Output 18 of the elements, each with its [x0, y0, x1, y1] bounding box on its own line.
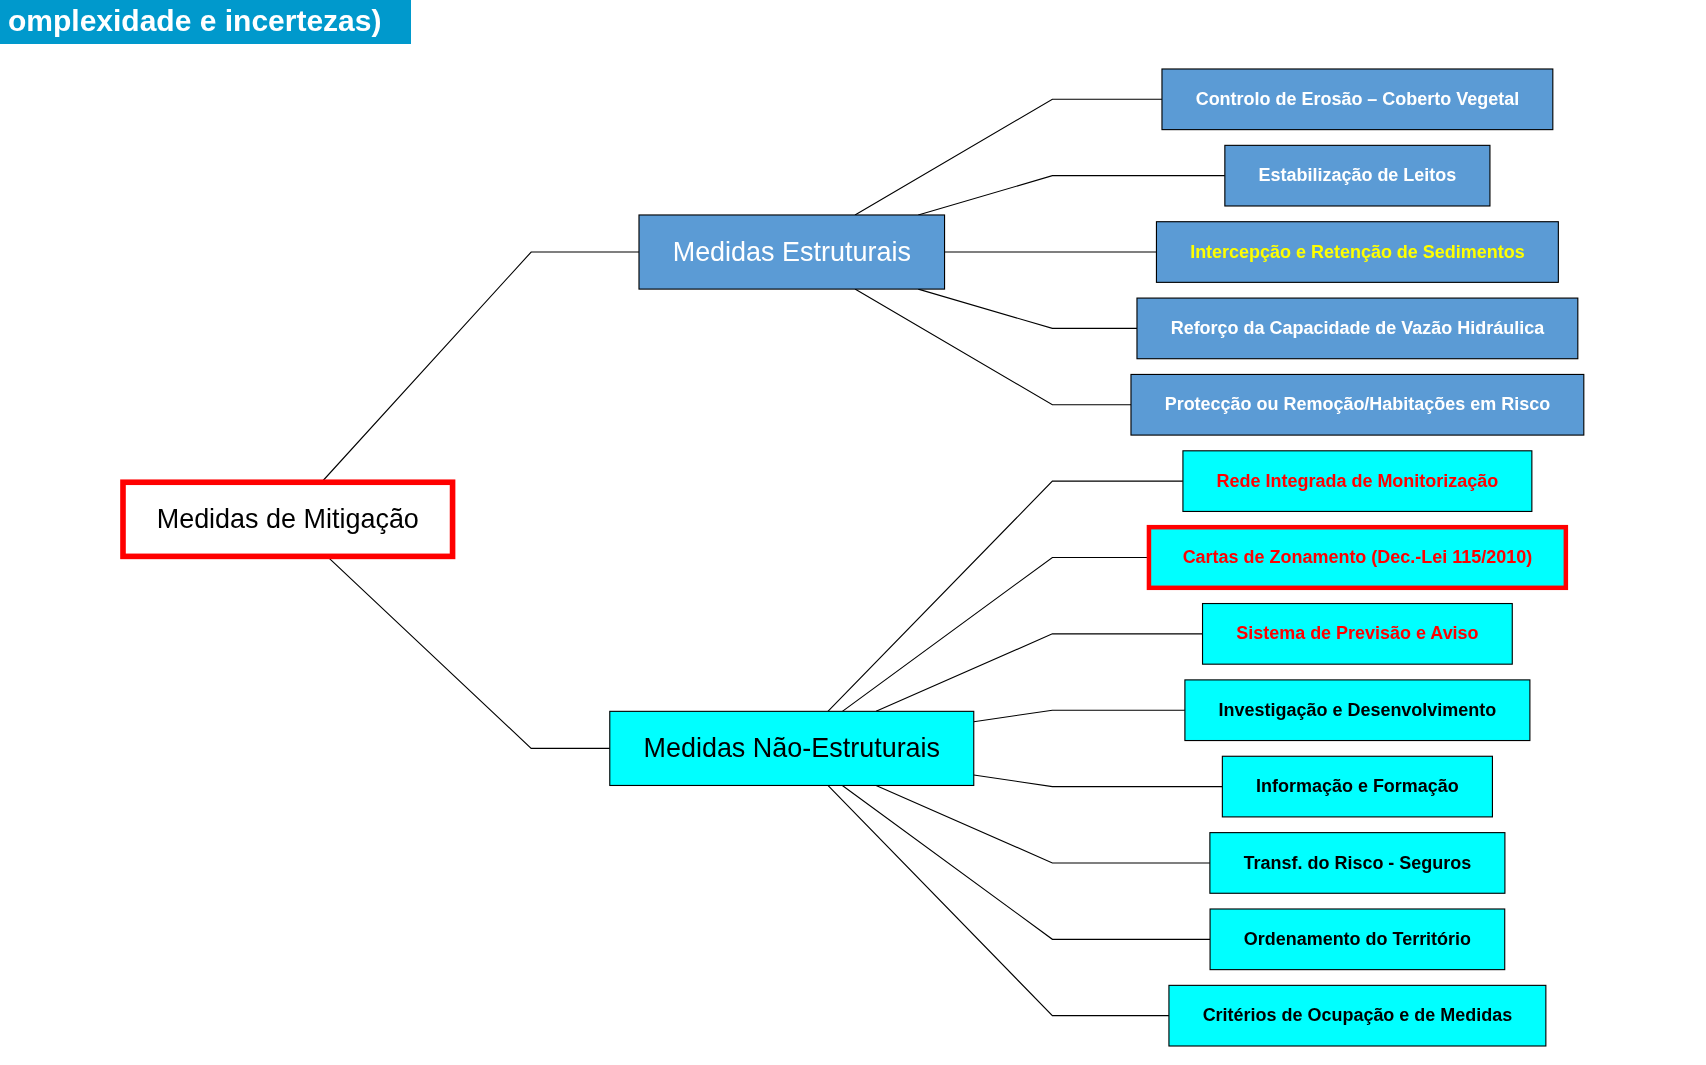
- node-box: Medidas de Mitigação: [119, 479, 455, 560]
- node-box: Controlo de Erosão – Coberto Vegetal: [1161, 68, 1553, 131]
- node-box: Cartas de Zonamento (Dec.-Lei 115/2010): [1146, 524, 1568, 591]
- node-box: Informação e Formação: [1221, 755, 1493, 818]
- node-box: Protecção ou Remoção/Habitações em Risco: [1130, 373, 1584, 436]
- node-box: Rede Integrada de Monitorização: [1181, 450, 1532, 512]
- connector: [875, 633, 1203, 712]
- node-box: Estabilização de Leitos: [1223, 144, 1491, 207]
- node-box: Sistema de Previsão e Aviso: [1201, 603, 1513, 665]
- node-box: Medidas Não-Estruturais: [608, 710, 974, 786]
- node-box: Reforço da Capacidade de Vazão Hidráulica: [1136, 297, 1578, 360]
- node-box: Transf. do Risco - Seguros: [1208, 832, 1506, 894]
- node-box: Investigação e Desenvolvimento: [1183, 679, 1531, 742]
- title-banner: omplexidade e incertezas): [0, 0, 412, 44]
- node-box: Medidas Estruturais: [638, 214, 945, 290]
- node-box: Intercepção e Retenção de Sedimentos: [1155, 221, 1559, 283]
- node-box: Ordenamento do Território: [1209, 908, 1505, 971]
- node-box: Critérios de Ocupação e de Medidas: [1167, 984, 1546, 1047]
